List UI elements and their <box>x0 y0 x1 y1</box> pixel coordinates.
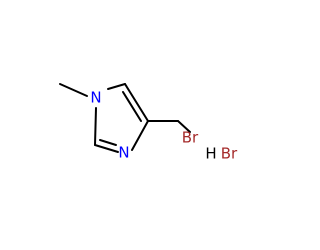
bond-c5-c4-outer <box>124 83 149 122</box>
chemical-structure: N N Br H Br <box>59 83 238 163</box>
bond-methyl-n1 <box>59 83 88 97</box>
bond-n3-c2-inner <box>99 139 117 146</box>
bond-c4-n3 <box>131 120 149 151</box>
atom-label-n1: N <box>90 89 101 107</box>
salt-br-label: Br <box>221 145 238 163</box>
atom-label-br: Br <box>182 129 199 147</box>
bond-n3-c2-outer <box>94 144 119 153</box>
bond-c5-c4-inner <box>122 91 142 122</box>
bond-c2-n1 <box>94 107 97 146</box>
structure-canvas: N N Br H Br <box>59 83 239 163</box>
bond-ch2-br <box>177 120 191 133</box>
salt-h-label: H <box>205 145 216 163</box>
atom-label-n3: N <box>118 144 129 162</box>
bond-n1-c5 <box>107 83 126 90</box>
bond-layer <box>59 83 191 153</box>
